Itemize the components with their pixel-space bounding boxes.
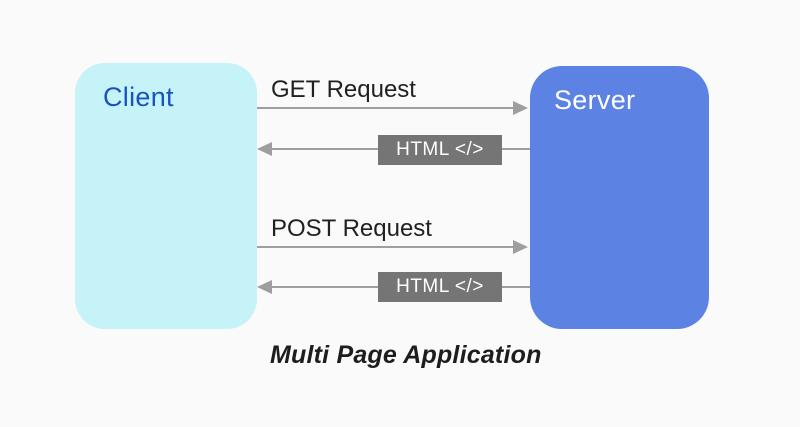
client-node: Client	[75, 63, 257, 329]
get-request-label: GET Request	[271, 76, 416, 103]
diagram-caption: Multi Page Application	[270, 341, 542, 369]
arrow-left-icon	[257, 280, 272, 294]
arrow-right-icon	[513, 101, 528, 115]
get-request-arrow-line	[257, 107, 515, 109]
html-response-badge: HTML </>	[378, 272, 502, 302]
arrow-right-icon	[513, 240, 528, 254]
post-request-label: POST Request	[271, 215, 432, 242]
html-response-badge: HTML </>	[378, 135, 502, 165]
arrow-left-icon	[257, 142, 272, 156]
server-node: Server	[530, 66, 709, 329]
post-request-arrow-line	[257, 246, 515, 248]
server-node-label: Server	[554, 85, 636, 115]
client-node-label: Client	[103, 82, 174, 112]
